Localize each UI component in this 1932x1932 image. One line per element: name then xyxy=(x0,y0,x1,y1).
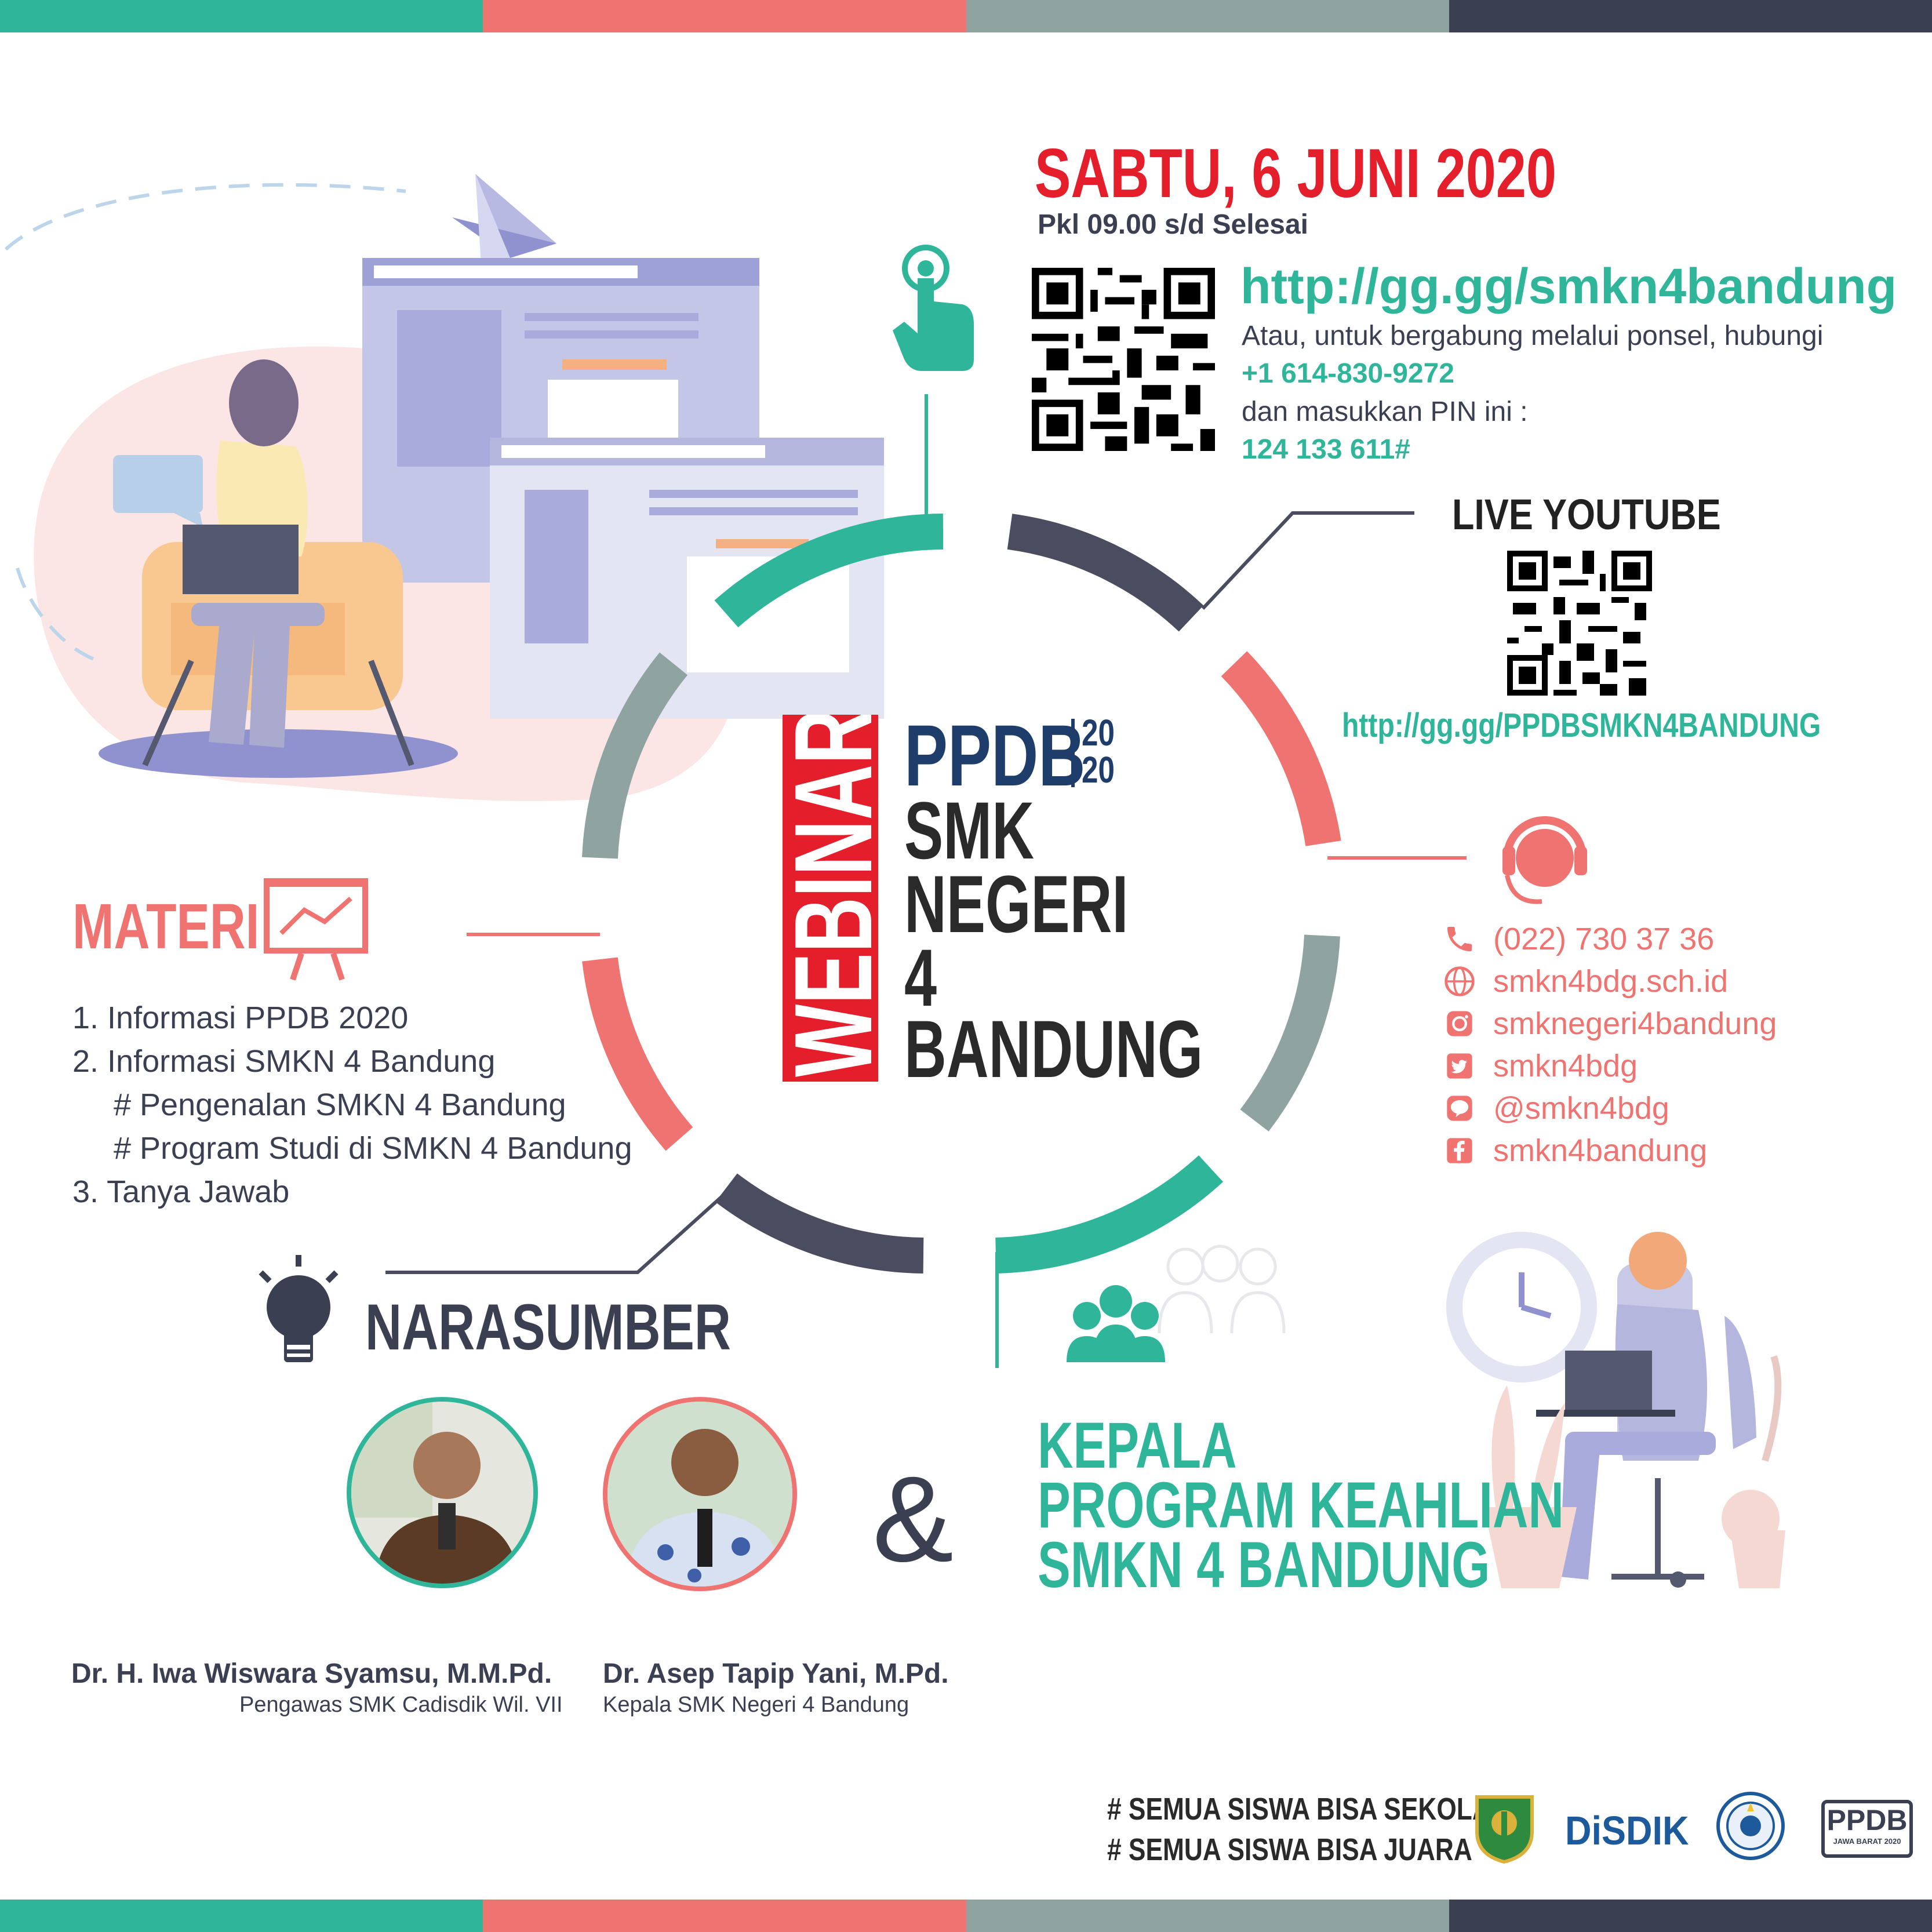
facebook-icon xyxy=(1443,1134,1476,1167)
bottom-bar-teal xyxy=(0,1900,483,1932)
paper-plane-icon xyxy=(452,174,556,264)
contact-instagram: smknegeri4bandung xyxy=(1493,1006,1777,1041)
materi-item-3: 3. Tanya Jawab xyxy=(72,1174,290,1209)
contact-row-phone[interactable]: (022) 730 37 36 xyxy=(1443,919,1714,959)
speaker-1-avatar xyxy=(347,1397,538,1588)
ppdb-year-bottom: 20 xyxy=(1082,749,1115,791)
ppdb-logo-subtext: JAWA BARAT 2020 xyxy=(1833,1837,1901,1846)
narasumber-title: NARASUMBER xyxy=(365,1291,731,1363)
connector-youtube xyxy=(1201,511,1414,610)
materi-title: MATERI xyxy=(72,891,260,962)
headset-icon xyxy=(1502,816,1587,904)
speaker-1-name: Dr. H. Iwa Wiswara Syamsu, M.M.Pd. xyxy=(71,1658,552,1689)
speaker-2-avatar xyxy=(603,1397,797,1591)
line-icon xyxy=(1443,1092,1476,1125)
pin-intro: dan masukkan PIN ini : xyxy=(1242,396,1528,427)
bottom-bar-navy xyxy=(1449,1900,1932,1932)
woman-illustration xyxy=(99,359,458,778)
center-line-bandung: BANDUNG xyxy=(904,1003,1203,1094)
contact-twitter: smkn4bdg xyxy=(1493,1049,1638,1083)
contact-facebook: smkn4bandung xyxy=(1493,1133,1708,1168)
contact-website: smkn4bdg.sch.id xyxy=(1493,964,1729,999)
youtube-title: LIVE YOUTUBE xyxy=(1452,490,1721,539)
ring-segment-coral-left xyxy=(582,957,693,1151)
ring-segment-gray-left xyxy=(582,652,688,859)
qr-code-meeting[interactable] xyxy=(1032,268,1215,451)
kepala-line-2: PROGRAM KEAHLIAN xyxy=(1038,1469,1564,1541)
phone-icon xyxy=(1443,923,1476,955)
contact-row-instagram[interactable]: smknegeri4bandung xyxy=(1443,1003,1777,1044)
webinar-text: WEBINAR xyxy=(783,715,878,1077)
phone-number: +1 614-830-9272 xyxy=(1242,358,1454,389)
top-bar-teal xyxy=(0,0,483,32)
web-icon xyxy=(1443,965,1476,998)
phone-intro: Atau, untuk bergabung melalui ponsel, hu… xyxy=(1242,321,1824,351)
people-group-icon xyxy=(1067,1285,1165,1362)
ppdb-year-top: 20 xyxy=(1082,712,1115,754)
webinar-banner: WEBINAR xyxy=(783,715,878,1082)
speech-bubble-icon xyxy=(113,455,203,527)
materi-item-2: 2. Informasi SMKN 4 Bandung xyxy=(72,1044,496,1079)
ring-segment-teal-bottom xyxy=(995,1155,1223,1274)
connector-narasumber xyxy=(385,1192,726,1274)
top-bar-coral xyxy=(483,0,966,32)
ring-segment-coral-right xyxy=(1221,651,1341,846)
ppdb-logo-text: PPDB xyxy=(1827,1804,1908,1836)
browser-window-front xyxy=(490,438,884,719)
ampersand: & xyxy=(872,1451,954,1587)
center-line-4: 4 xyxy=(904,932,937,1023)
event-date: SABTU, 6 JUNI 2020 xyxy=(1035,134,1556,212)
contact-row-web[interactable]: smkn4bdg.sch.id xyxy=(1443,961,1728,1002)
speaker-2-name: Dr. Asep Tapip Yani, M.Pd. xyxy=(603,1658,949,1689)
tagline-1: # SEMUA SISWA BISA SEKOLAH xyxy=(1107,1792,1509,1827)
instagram-icon xyxy=(1443,1007,1476,1040)
bottom-bar-coral xyxy=(483,1900,966,1932)
materi-item-2b: # Program Studi di SMKN 4 Bandung xyxy=(114,1131,632,1166)
speaker-1-role: Pengawas SMK Cadisdik Wil. VII xyxy=(239,1693,563,1717)
contact-phone: (022) 730 37 36 xyxy=(1493,922,1715,956)
contact-row-twitter[interactable]: smkn4bdg xyxy=(1443,1046,1638,1086)
ring-segment-navy-bottom xyxy=(715,1173,924,1274)
ppdb-divider xyxy=(1071,719,1075,787)
jabar-logo xyxy=(1475,1795,1534,1864)
ring-segment-gray-right xyxy=(1240,934,1340,1131)
ppdb-logo: PPDB JAWA BARAT 2020 xyxy=(1821,1800,1913,1858)
materi-item-2a: # Pengenalan SMKN 4 Bandung xyxy=(114,1087,566,1122)
ring-segment-navy-top xyxy=(1007,514,1204,632)
twitter-icon xyxy=(1443,1050,1476,1082)
tagline-2: # SEMUA SISWA BISA JUARA xyxy=(1107,1832,1472,1867)
youtube-link[interactable]: http://gg.gg/PPDBSMKN4BANDUNG xyxy=(1342,707,1821,744)
pin-code: 124 133 611# xyxy=(1242,434,1410,465)
contact-row-line[interactable]: @smkn4bdg xyxy=(1443,1088,1669,1129)
top-bar-navy xyxy=(1449,0,1932,32)
dashed-arc-left xyxy=(16,567,99,663)
center-line-negeri: NEGERI xyxy=(904,858,1129,949)
qr-code-youtube[interactable] xyxy=(1507,551,1652,696)
ring-segment-teal-top xyxy=(714,514,944,628)
school-seal-logo xyxy=(1716,1792,1785,1860)
kepala-line-3: SMKN 4 BANDUNG xyxy=(1038,1529,1490,1601)
contact-line: @smkn4bdg xyxy=(1493,1091,1669,1126)
kepala-line-1: KEPALA xyxy=(1038,1409,1237,1482)
disdik-logo: DiSDIK xyxy=(1565,1808,1689,1853)
speaker-2-role: Kepala SMK Negeri 4 Bandung xyxy=(603,1693,909,1717)
top-bar-gray xyxy=(966,0,1449,32)
lightbulb-icon xyxy=(259,1255,339,1362)
center-ring xyxy=(582,514,1341,1274)
materi-item-1: 1. Informasi PPDB 2020 xyxy=(72,1000,409,1035)
presentation-chart-icon xyxy=(264,878,368,981)
contact-row-facebook[interactable]: smkn4bandung xyxy=(1443,1130,1707,1171)
meeting-link[interactable]: http://gg.gg/smkn4bandung xyxy=(1240,259,1897,314)
center-line-smk: SMK xyxy=(904,785,1034,876)
ppdb-title: PPDB xyxy=(904,707,1086,804)
dashed-arc-top xyxy=(4,183,406,251)
bottom-bar-gray xyxy=(966,1900,1449,1932)
faint-people-outline xyxy=(1158,1245,1286,1334)
man-illustration xyxy=(1446,1232,1785,1588)
event-time: Pkl 09.00 s/d Selesai xyxy=(1038,209,1308,240)
touch-icon xyxy=(893,245,974,371)
